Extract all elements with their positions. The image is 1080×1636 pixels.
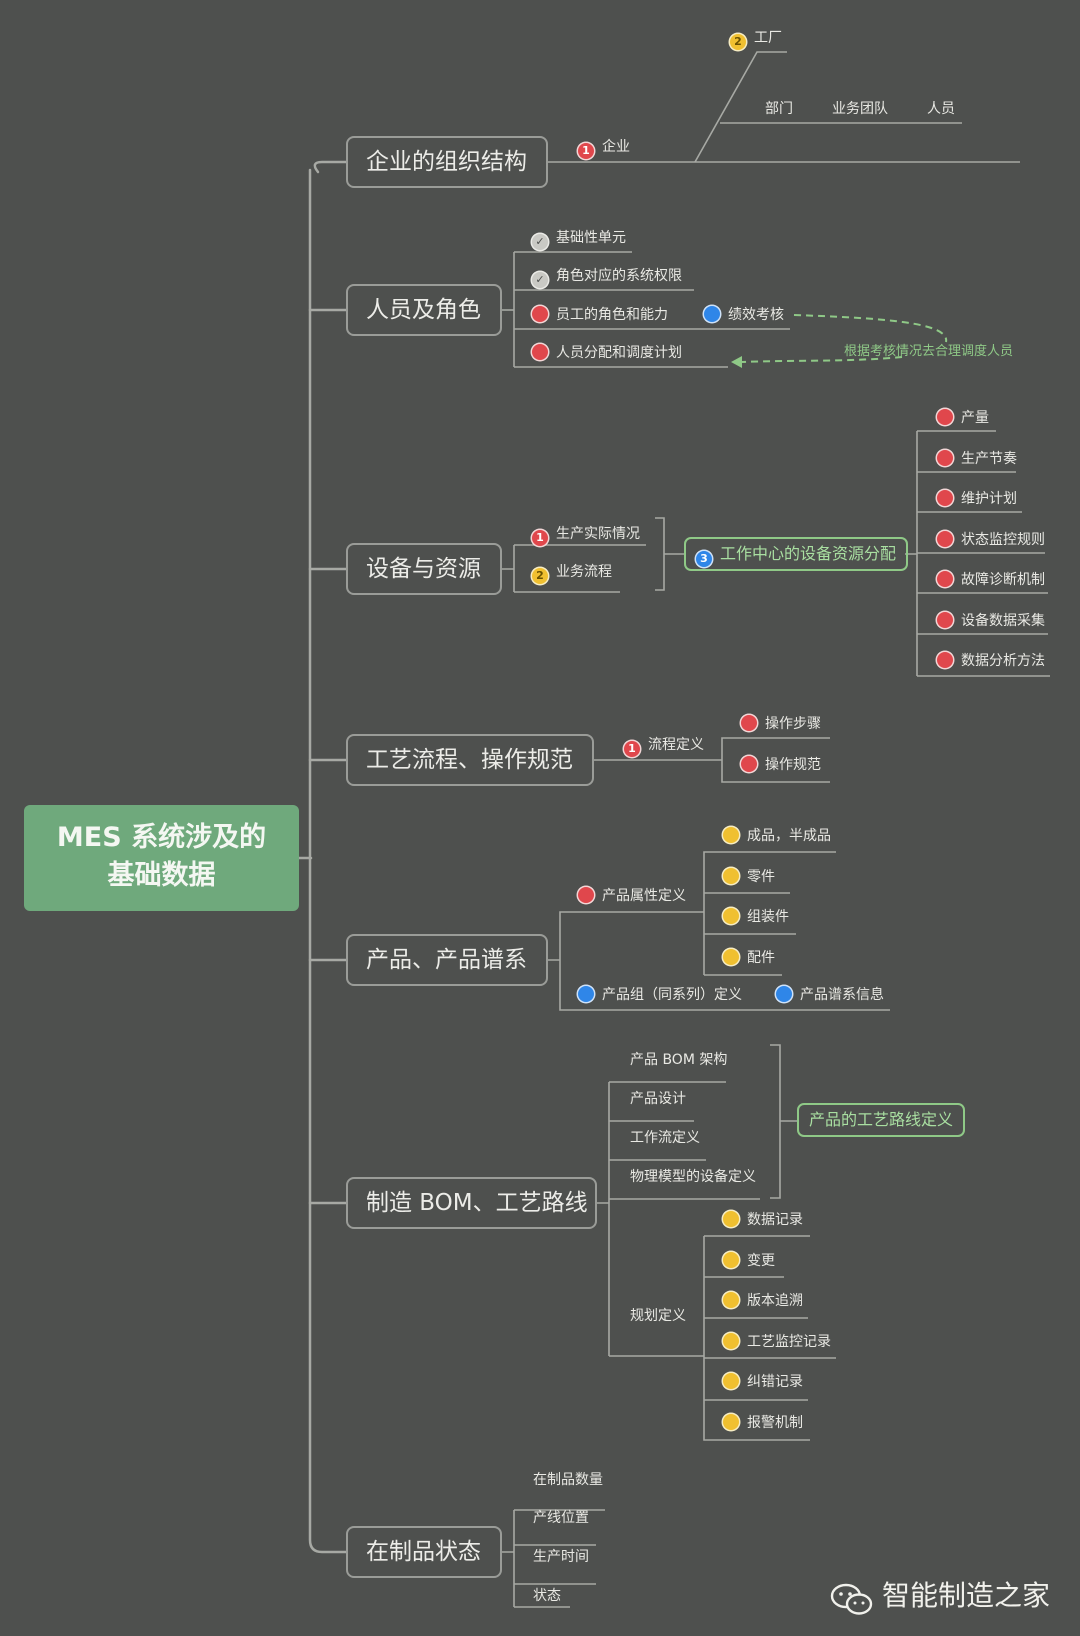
leaf-equipment-sub[interactable]: 设备数据采集 xyxy=(937,611,1045,631)
check-icon: ✓ xyxy=(532,272,548,288)
check-icon: ✓ xyxy=(532,234,548,250)
leaf-dept[interactable]: 部门 xyxy=(765,101,793,117)
leaf-product-attr-item[interactable]: 组装件 xyxy=(723,907,789,927)
leaf-product-group[interactable]: 产品组（同系列）定义 xyxy=(578,985,742,1005)
leaf-team[interactable]: 业务团队 xyxy=(832,101,888,117)
leaf-process-sub[interactable]: 操作规范 xyxy=(741,755,821,775)
yellow-dot-icon xyxy=(723,1252,739,1268)
blue-dot-icon xyxy=(578,986,594,1002)
leaf-wip-item[interactable]: 生产时间 xyxy=(533,1549,589,1565)
leaf-wip-item[interactable]: 产线位置 xyxy=(533,1510,589,1526)
root-node[interactable]: MES 系统涉及的 基础数据 xyxy=(24,805,299,911)
node-org[interactable]: 企业的组织结构 xyxy=(346,136,548,188)
leaf-plan-item[interactable]: 报警机制 xyxy=(723,1413,803,1433)
blue-dot-icon xyxy=(776,986,792,1002)
yellow-dot-icon xyxy=(723,1292,739,1308)
node-equipment[interactable]: 设备与资源 xyxy=(346,543,502,595)
leaf-equipment-sub[interactable]: 故障诊断机制 xyxy=(937,570,1045,590)
priority-2-icon: 2 xyxy=(532,568,548,584)
leaf-wip-item[interactable]: 在制品数量 xyxy=(533,1472,603,1488)
leaf-equipment-sub[interactable]: 维护计划 xyxy=(937,489,1017,509)
red-dot-icon xyxy=(937,409,953,425)
red-dot-icon xyxy=(532,344,548,360)
priority-1-icon: 1 xyxy=(532,530,548,546)
leaf-plan-item[interactable]: 变更 xyxy=(723,1251,775,1271)
leaf-equipment-sub[interactable]: 状态监控规则 xyxy=(937,530,1045,550)
priority-2-icon: 2 xyxy=(730,34,746,50)
red-dot-icon xyxy=(741,715,757,731)
leaf-product-attr-item[interactable]: 成品，半成品 xyxy=(723,826,831,846)
leaf-product-attr-item[interactable]: 配件 xyxy=(723,948,775,968)
wechat-icon xyxy=(830,1583,873,1615)
leaf-bom-item[interactable]: 工作流定义 xyxy=(630,1130,700,1146)
yellow-dot-icon xyxy=(723,827,739,843)
leaf-bom-item[interactable]: 产品设计 xyxy=(630,1091,686,1107)
red-dot-icon xyxy=(937,490,953,506)
leaf-people-item[interactable]: 人员分配和调度计划 xyxy=(532,343,682,363)
red-dot-icon xyxy=(578,887,594,903)
node-people[interactable]: 人员及角色 xyxy=(346,284,502,336)
yellow-dot-icon xyxy=(723,908,739,924)
feedback-note: 根据考核情况去合理调度人员 xyxy=(844,344,1014,359)
leaf-process-sub[interactable]: 操作步骤 xyxy=(741,714,821,734)
leaf-product-attr-item[interactable]: 零件 xyxy=(723,867,775,887)
red-dot-icon xyxy=(937,450,953,466)
root-title-line2: 基础数据 xyxy=(107,860,216,891)
brand-footer: 智能制造之家 xyxy=(882,1579,1051,1612)
leaf-equipment-sub[interactable]: 生产节奏 xyxy=(937,449,1017,469)
priority-3-icon: 3 xyxy=(696,551,712,567)
leaf-plan-item[interactable]: 工艺监控记录 xyxy=(723,1332,831,1352)
leaf-bom-plan[interactable]: 规划定义 xyxy=(630,1308,686,1324)
leaf-plan-item[interactable]: 数据记录 xyxy=(723,1210,803,1230)
yellow-dot-icon xyxy=(723,1211,739,1227)
red-dot-icon xyxy=(937,612,953,628)
leaf-bom-item[interactable]: 产品 BOM 架构 xyxy=(630,1052,728,1068)
leaf-kpi[interactable]: 绩效考核 xyxy=(704,305,784,325)
red-dot-icon xyxy=(937,531,953,547)
leaf-wip-item[interactable]: 状态 xyxy=(533,1588,561,1604)
leaf-equipment-sub[interactable]: 数据分析方法 xyxy=(937,651,1045,671)
yellow-dot-icon xyxy=(723,1373,739,1389)
red-dot-icon xyxy=(532,306,548,322)
leaf-product-attr[interactable]: 产品属性定义 xyxy=(578,886,686,906)
node-bom[interactable]: 制造 BOM、工艺路线 xyxy=(346,1177,597,1229)
leaf-bom-item[interactable]: 物理模型的设备定义 xyxy=(630,1169,756,1185)
yellow-dot-icon xyxy=(723,1414,739,1430)
leaf-people-item[interactable]: ✓角色对应的系统权限 xyxy=(532,266,682,288)
leaf-people[interactable]: 人员 xyxy=(927,101,955,117)
yellow-dot-icon xyxy=(723,1333,739,1349)
leaf-equipment-sub[interactable]: 产量 xyxy=(937,408,989,428)
priority-1-icon: 1 xyxy=(578,143,594,159)
leaf-plan-item[interactable]: 纠错记录 xyxy=(723,1372,803,1392)
root-title-line1: MES 系统涉及的 xyxy=(56,822,267,853)
process-route-box[interactable]: 产品的工艺路线定义 xyxy=(797,1103,966,1137)
leaf-people-item[interactable]: 员工的角色和能力 xyxy=(532,305,668,325)
leaf-people-item[interactable]: ✓基础性单元 xyxy=(532,228,626,250)
red-dot-icon xyxy=(937,571,953,587)
blue-dot-icon xyxy=(704,306,720,322)
red-dot-icon xyxy=(741,756,757,772)
yellow-dot-icon xyxy=(723,868,739,884)
yellow-dot-icon xyxy=(723,949,739,965)
priority-1-icon: 1 xyxy=(624,741,640,757)
node-wip[interactable]: 在制品状态 xyxy=(346,1526,502,1578)
leaf-product-family[interactable]: 产品谱系信息 xyxy=(776,985,884,1005)
red-dot-icon xyxy=(937,652,953,668)
arrow-head-icon xyxy=(731,356,742,368)
leaf-plan-item[interactable]: 版本追溯 xyxy=(723,1291,803,1311)
node-product[interactable]: 产品、产品谱系 xyxy=(346,934,548,986)
node-process[interactable]: 工艺流程、操作规范 xyxy=(346,734,594,786)
